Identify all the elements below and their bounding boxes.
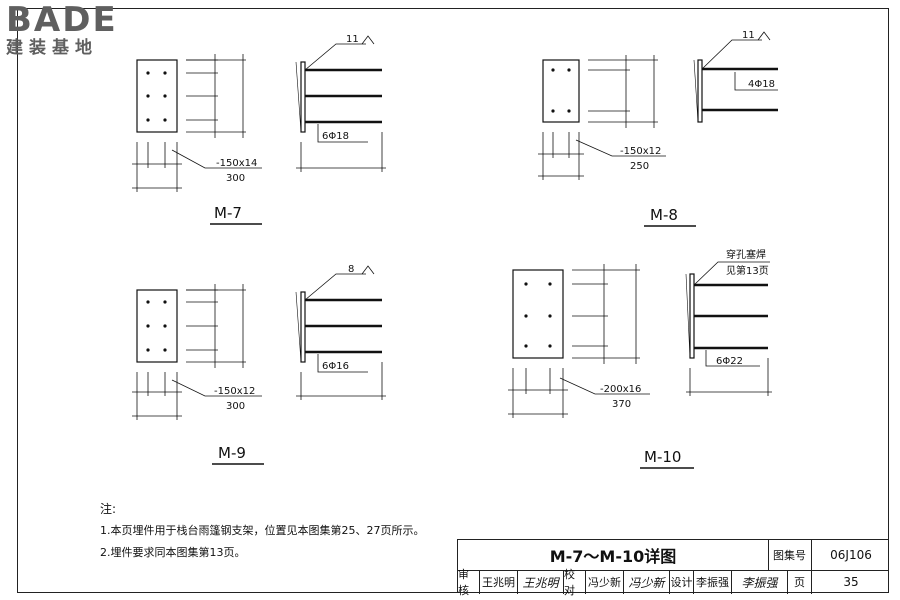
m8-horizontal-dims [538,132,584,180]
m10-bar-spec: 6Φ22 [716,356,743,367]
m8-plate-front [542,59,580,123]
m10-weld-hatch [685,273,691,359]
m7-bar-leader [317,124,368,143]
m8-plate-side [697,59,703,123]
m10-weld-leader [693,261,770,286]
m7-vertical-dims [186,54,246,138]
m10-bar-leader [705,350,760,367]
m8-bar-spec: 4Φ18 [748,79,775,90]
m7-plate-width: 300 [226,173,245,184]
m9-weld-leader [304,273,366,301]
checker-name: 冯少新 [586,570,624,594]
m8-label: M-8 [650,206,678,224]
m8-weld-leader [701,39,762,70]
m7-anchor-bars [305,68,382,124]
m10-horizontal-dims [508,368,568,418]
m10-label: M-10 [644,448,681,466]
note-item-1: 1.本页埋件用于栈台雨篷钢支架，位置见本图集第25、27页所示。 [100,524,425,537]
m8-weld-symbol [757,31,771,41]
m10-anchor-bars [694,283,768,350]
page-number: 35 [843,575,859,589]
m9-vertical-dims [186,284,246,368]
m9-horizontal-dims [132,372,182,420]
m9-holes [146,300,167,352]
m10-weld-note-1: 穿孔塞焊 [726,248,766,261]
reviewer-name: 王兆明 [480,570,518,594]
m8-holes [551,68,571,113]
design-label: 设计 [670,570,694,594]
m9-anchor-bars [305,298,382,354]
m7-side-dims [296,132,386,172]
detail-m8: -150x12 250 11 4Φ18 M-8 [538,30,778,227]
m7-plate-size: -150x14 [216,158,257,169]
drawing-frame [17,8,889,593]
m7-leader [171,149,262,169]
m10-holes [524,282,552,348]
m8-plate-size: -150x12 [620,146,661,157]
title-block-row-title: M-7～M-10详图 图集号 06J106 [458,540,889,571]
m9-plate-side [300,291,306,363]
m8-bar-leader [734,72,778,91]
detail-m10: -200x16 370 穿孔塞焊 见第13页 6Φ22 M-10 [508,248,772,469]
page-label: 页 [788,570,812,594]
m7-weld-leader [304,43,366,71]
check-label: 校对 [564,568,586,597]
m10-plate-width: 370 [612,399,631,410]
m8-vertical-dims [588,55,658,128]
m8-anchor-bars [702,67,778,112]
designer-signature: 李振强 [732,570,788,594]
atlas-number-label: 图集号 [768,540,812,570]
review-label: 审核 [458,568,480,597]
m9-weld-hatch [295,291,302,363]
notes-block: 注: 1.本页埋件用于栈台雨篷钢支架，位置见本图集第25、27页所示。 2.埋件… [100,498,425,564]
detail-m7: -150x14 300 11 6Φ18 M-7 [132,34,386,225]
m10-plate-size: -200x16 [600,384,641,395]
m10-plate-front [512,269,564,359]
m7-weld-hatch [295,61,302,133]
m9-bar-spec: 6Φ16 [322,361,349,372]
logo-latin: BADE [6,0,118,40]
m10-plate-side [689,273,695,359]
m7-weld-symbol [361,35,375,45]
m8-weld-hatch [693,59,699,123]
note-item-2: 2.埋件要求同本图集第13页。 [100,546,246,559]
m7-weld-size: 11 [346,34,359,45]
m9-plate-front [136,289,178,363]
m7-horizontal-dims [132,142,182,192]
reviewer-signature: 王兆明 [518,570,564,594]
m10-vertical-dims [572,264,640,364]
m8-leader [575,139,666,157]
checker-signature: 冯少新 [624,570,670,594]
m7-plate-side [300,61,306,133]
m9-leader [171,379,262,397]
title-block-row-signatures: 审核 王兆明 王兆明 校对 冯少新 冯少新 设计 李振强 李振强 页 35 [458,568,889,597]
m9-weld-size: 8 [348,264,354,275]
logo-cjk: 建装基地 [6,38,98,58]
m8-weld-size: 11 [742,30,755,41]
m7-plate-front [136,59,178,133]
title-block: M-7～M-10详图 图集号 06J106 审核 王兆明 王兆明 校对 冯少新 … [457,539,889,597]
designer-name: 李振强 [694,570,732,594]
detail-m9: -150x12 300 8 6Φ16 M-9 [132,264,386,465]
m9-bar-leader [317,354,368,373]
drawing-title: M-7～M-10详图 [458,540,769,570]
m9-plate-width: 300 [226,401,245,412]
watermark-logo: BADE 建装基地 [6,2,118,58]
m9-side-dims [296,362,386,400]
m10-side-dims [686,358,772,396]
m7-bar-spec: 6Φ18 [322,131,349,142]
m9-weld-symbol [361,265,375,275]
notes-heading: 注: [100,502,117,516]
m7-holes [146,71,167,122]
m7-label: M-7 [214,204,242,222]
atlas-number: 06J106 [830,548,872,562]
m9-label: M-9 [218,444,246,462]
m9-plate-size: -150x12 [214,386,255,397]
m8-plate-width: 250 [630,161,649,172]
m10-leader [559,377,650,395]
m10-weld-note-2: 见第13页 [726,264,769,277]
